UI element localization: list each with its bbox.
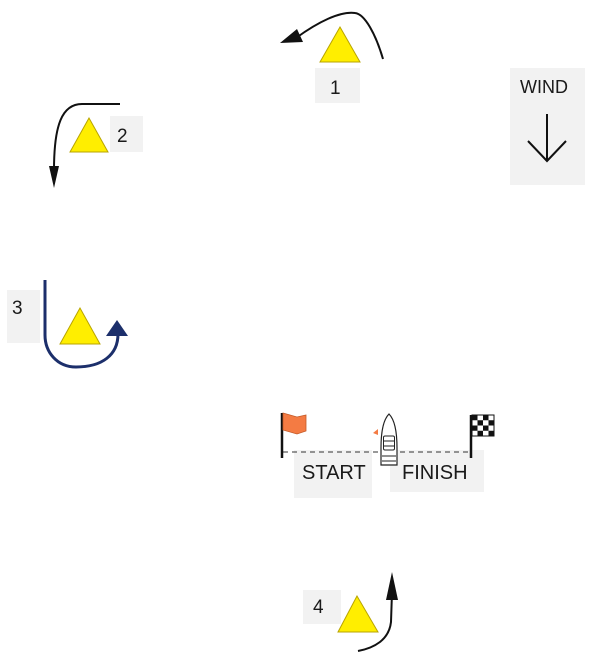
mark-3-buoy (60, 308, 100, 344)
finish-label: FINISH (402, 463, 468, 483)
mark-2-label: 2 (117, 127, 128, 146)
mark-3-arrowhead (106, 320, 128, 336)
mark-1-arrowhead (280, 29, 303, 43)
mark-1-buoy (320, 27, 360, 62)
mark-4-buoy (338, 596, 378, 632)
mark-4-arrowhead (386, 572, 398, 600)
finish-flag-icon (471, 415, 494, 458)
mark-2-buoy (70, 118, 108, 152)
mark-2-arrowhead (49, 166, 59, 188)
wind-arrow-icon (528, 114, 566, 161)
wind-label: WIND (520, 78, 568, 96)
mark-3-label: 3 (12, 299, 23, 318)
mark-4-label: 4 (313, 598, 324, 617)
mark-1-label: 1 (330, 79, 341, 98)
committee-boat-icon (373, 414, 397, 465)
start-flag-icon (282, 413, 306, 458)
start-label: START (302, 463, 366, 483)
